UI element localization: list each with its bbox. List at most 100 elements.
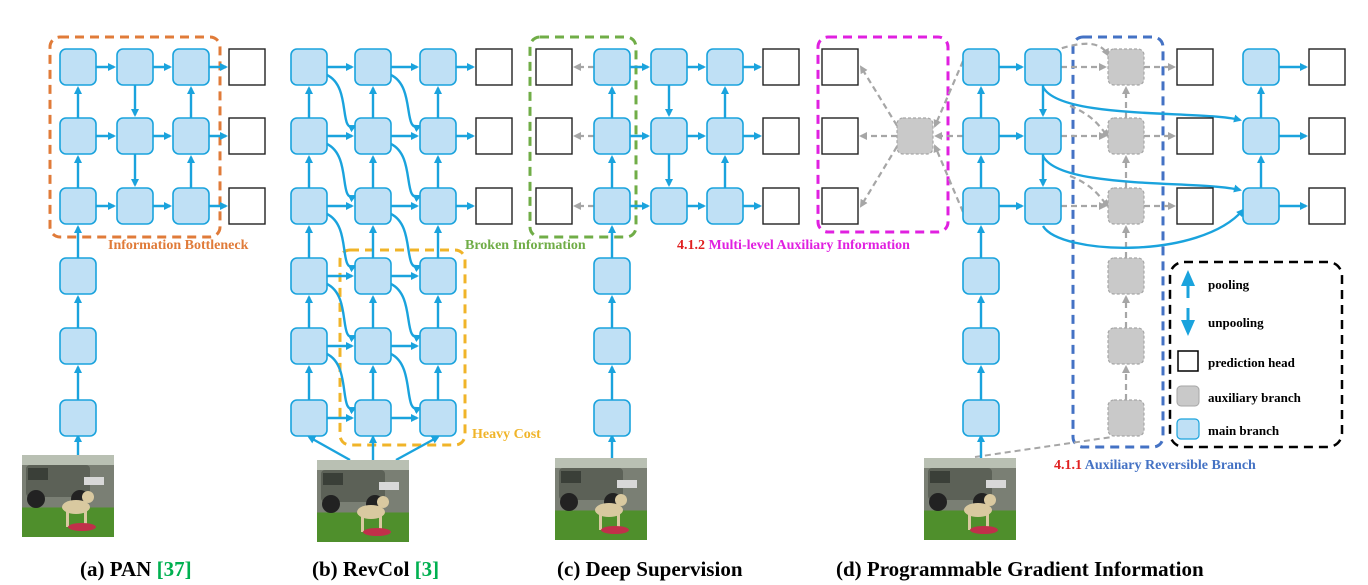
curved-flow-arrow: [326, 142, 357, 203]
curved-flow-arrow: [390, 142, 422, 203]
dog-head: [82, 491, 94, 503]
prediction-head: [1176, 187, 1214, 225]
auxiliary-curve-arrow: [1069, 174, 1110, 208]
information-bottleneck-label: Information Bottleneck: [108, 238, 249, 253]
prediction-head: [821, 187, 859, 225]
main-branch-node: [172, 117, 210, 155]
main-branch-node: [419, 187, 457, 225]
auxiliary-arrow: [859, 65, 898, 127]
prediction-head: [475, 187, 513, 225]
main-branch-node: [354, 399, 392, 437]
main-branch-node: [1242, 117, 1280, 155]
curved-flow-arrow: [326, 212, 357, 273]
main-branch-node: [59, 327, 97, 365]
multi-level-auxiliary-label-part: 4.1.2: [677, 238, 709, 253]
jeep-and-dog-photo: [317, 460, 409, 542]
main-branch-node: [650, 117, 688, 155]
main-branch-node: [116, 187, 154, 225]
main-branch-node: [962, 48, 1000, 86]
caption-pgi-part: (d) Programmable Gradient Information: [836, 557, 1204, 581]
legend-label: auxiliary branch: [1208, 390, 1302, 405]
main-branch-node: [290, 399, 328, 437]
curved-flow-arrow: [326, 282, 357, 343]
prediction-head: [821, 48, 859, 86]
curved-flow-arrow: [390, 73, 422, 133]
legend-box: [1168, 260, 1344, 449]
heavy-cost-box: [338, 248, 467, 447]
curved-flow-arrow: [326, 73, 357, 133]
dog-leg: [361, 516, 364, 532]
curved-flow-arrow: [1041, 86, 1242, 123]
main-branch-node: [1242, 187, 1280, 225]
main-branch-node: [354, 327, 392, 365]
dog-head: [615, 494, 627, 506]
frisbee: [601, 526, 629, 534]
dog-body: [964, 503, 992, 517]
jeep-bumper: [986, 480, 1006, 488]
auxiliary-curve-arrow: [1069, 104, 1110, 138]
photo-sky: [317, 460, 409, 470]
jeep-and-dog-photo: [555, 458, 647, 540]
jeep-bumper: [379, 482, 399, 490]
curved-flow-arrow: [326, 352, 357, 415]
main-branch-node: [706, 187, 744, 225]
prediction-head: [1308, 117, 1346, 155]
auxiliary-branch-node: [1107, 117, 1145, 155]
flow-arrow: [395, 435, 440, 462]
main-branch-node: [650, 187, 688, 225]
main-branch-node: [116, 117, 154, 155]
prediction-head: [1176, 48, 1214, 86]
main-branch-node: [1024, 48, 1062, 86]
main-branch-node: [59, 48, 97, 86]
main-branch-node: [593, 48, 631, 86]
main-branch-node: [1242, 48, 1280, 86]
jeep-wheel: [322, 495, 340, 513]
main-branch-node: [354, 48, 392, 86]
main-branch-node: [172, 187, 210, 225]
auxiliary-reversible-branch-box: [1071, 35, 1165, 449]
legend-label: unpooling: [1208, 315, 1264, 330]
prediction-head: [1308, 48, 1346, 86]
main-branch-node: [116, 48, 154, 86]
main-branch-node: [706, 48, 744, 86]
auxiliary-arrow: [859, 145, 898, 208]
broken-information-box: [528, 35, 638, 239]
main-branch-node: [290, 257, 328, 295]
auxiliary-reversible-branch-label-part: 4.1.1: [1054, 458, 1085, 473]
main-branch-icon: [1176, 418, 1200, 440]
prediction-head: [821, 117, 859, 155]
main-branch-node: [419, 117, 457, 155]
broken-information-label-part: Broken Information: [465, 238, 586, 253]
flow-arrow: [307, 435, 351, 462]
dog-leg: [66, 511, 69, 527]
curved-flow-arrow: [390, 282, 422, 343]
main-branch-node: [1024, 187, 1062, 225]
prediction-head: [1176, 117, 1214, 155]
input-images: [22, 455, 1016, 542]
auxiliary-branch-node: [1107, 48, 1145, 86]
jeep-and-dog-photo: [22, 455, 114, 537]
jeep-wheel: [27, 490, 45, 508]
prediction-head: [535, 117, 573, 155]
curved-flow-arrow: [390, 212, 422, 273]
frisbee: [363, 528, 391, 536]
photo-sky: [555, 458, 647, 468]
prediction-head: [475, 117, 513, 155]
dog-leg: [379, 516, 382, 532]
auxiliary-reversible-branch-label-part: Auxiliary Reversible Branch: [1085, 458, 1256, 473]
auxiliary-branch-node: [896, 117, 934, 155]
auxiliary-branch-node: [1107, 187, 1145, 225]
dog-leg: [599, 514, 602, 530]
photo-sky: [22, 455, 114, 465]
dog-leg: [84, 511, 87, 527]
jeep-window: [561, 471, 581, 483]
connection-arrows: [74, 42, 1308, 462]
legend-label: prediction head: [1208, 355, 1296, 370]
prediction-head: [475, 48, 513, 86]
heavy-cost-label-part: Heavy Cost: [472, 427, 541, 442]
dog-leg: [986, 514, 989, 530]
multi-level-auxiliary-label: 4.1.2 Multi-level Auxiliary Information: [677, 238, 910, 253]
heavy-cost-label: Heavy Cost: [472, 427, 541, 442]
